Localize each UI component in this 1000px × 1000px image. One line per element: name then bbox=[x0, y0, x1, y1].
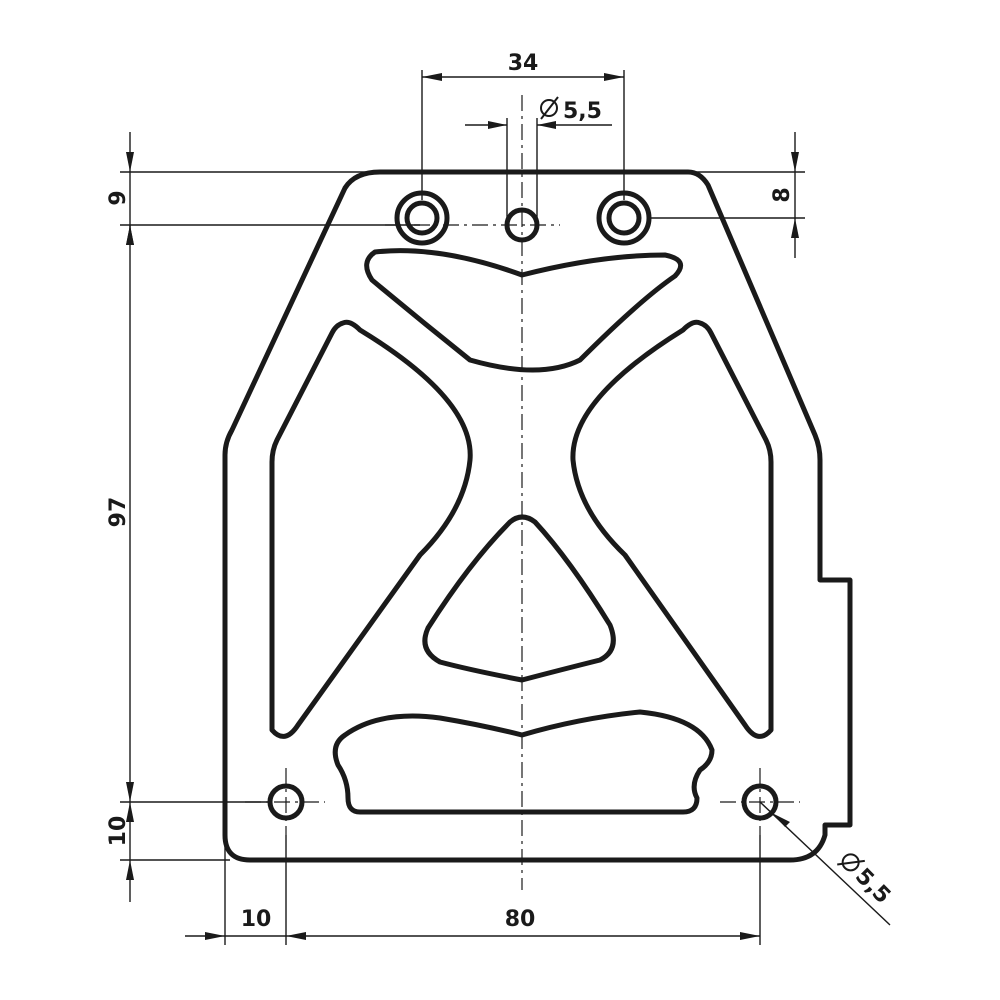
dim-bottom-hole-label: 5,5 bbox=[850, 864, 895, 909]
dim-bottom-hole-label-group: 5,5 bbox=[837, 853, 895, 909]
dim-97-arrow-bottom bbox=[126, 782, 134, 802]
left-window bbox=[269, 319, 473, 739]
dim-34-arrow-left bbox=[422, 73, 442, 81]
dim-top-hole-arrow-right bbox=[537, 121, 556, 129]
dim-10h-label: 10 bbox=[241, 907, 272, 932]
dim-97-label: 97 bbox=[106, 497, 131, 528]
dim-34-label: 34 bbox=[508, 51, 539, 76]
bottom-cutout bbox=[332, 709, 715, 815]
dim-bottom-hole-arrow bbox=[772, 813, 790, 827]
plate-outline bbox=[222, 169, 853, 863]
dim-10h-arrow-left bbox=[205, 932, 225, 940]
center-cutout bbox=[422, 514, 616, 683]
dim-8-arrow-bottom bbox=[791, 218, 799, 238]
dim-top-hole-diameter-icon bbox=[540, 96, 559, 120]
dim-10v-label: 10 bbox=[106, 816, 131, 847]
dim-9-label: 9 bbox=[106, 190, 131, 205]
dim-80-arrow-right bbox=[740, 932, 760, 940]
top-cutout bbox=[364, 248, 684, 373]
dim-top-hole-label: 5,5 bbox=[563, 99, 602, 124]
dim-80-label: 80 bbox=[505, 907, 536, 932]
dim-10v-arrow-bottom bbox=[126, 860, 134, 880]
dim-8-label: 8 bbox=[770, 187, 795, 202]
dim-9-arrow-top bbox=[126, 152, 134, 172]
dim-97-arrow-top bbox=[126, 225, 134, 245]
right-window bbox=[570, 319, 774, 739]
top-left-hole-inner bbox=[404, 200, 440, 236]
dim-8-arrow-top bbox=[791, 152, 799, 172]
dim-10v-arrow-top bbox=[126, 802, 134, 822]
dim-bottom-hole-diameter-icon bbox=[837, 853, 865, 872]
dim-top-hole-arrow-left bbox=[488, 121, 507, 129]
dim-34-arrow-right bbox=[604, 73, 624, 81]
top-right-hole-inner bbox=[606, 200, 642, 236]
